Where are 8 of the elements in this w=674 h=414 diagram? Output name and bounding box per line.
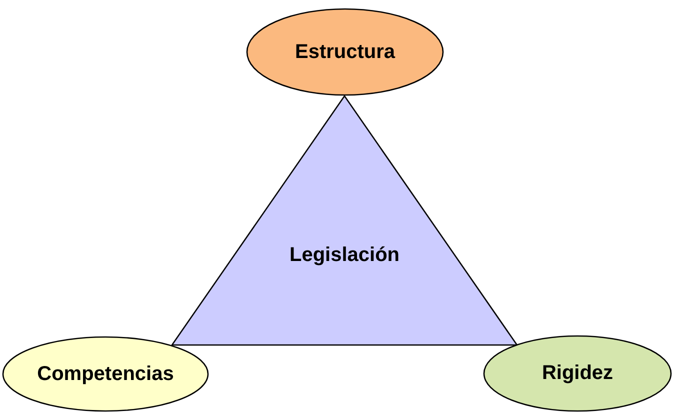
node-label: Rigidez [542, 362, 614, 385]
ellipse-node [246, 8, 444, 96]
ellipse-node [2, 336, 209, 412]
triangle-node [172, 96, 517, 345]
node-label: Legislación [289, 244, 400, 267]
node-label: Estructura [294, 40, 396, 64]
ellipse-node [483, 335, 672, 412]
node-label: Competencias [37, 362, 174, 386]
